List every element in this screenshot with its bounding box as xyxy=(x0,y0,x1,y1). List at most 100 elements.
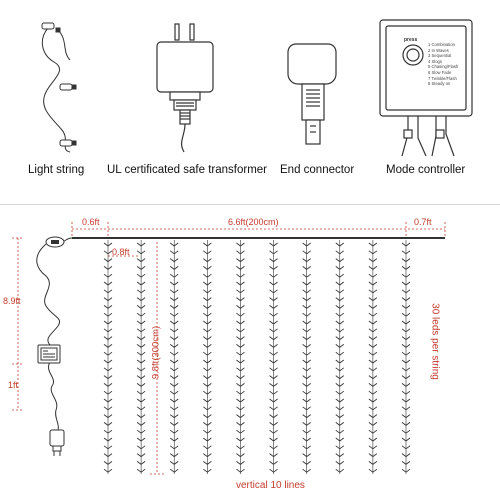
led-bulb xyxy=(269,437,278,442)
led-bulb xyxy=(368,390,378,395)
led-bulb xyxy=(136,359,146,364)
led-bulb xyxy=(169,445,179,450)
led-bulb xyxy=(236,445,245,450)
led-bulb xyxy=(103,297,113,301)
led-bulb xyxy=(136,422,146,426)
led-bulb xyxy=(136,266,146,270)
led-bulb xyxy=(302,266,311,270)
led-bulb xyxy=(169,468,179,473)
led-bulb xyxy=(368,359,378,364)
led-bulb xyxy=(302,445,311,450)
led-bulb xyxy=(269,445,278,450)
led-bulb xyxy=(136,320,146,325)
led-bulb xyxy=(103,289,113,294)
led-bulb xyxy=(368,375,378,379)
light-string-caption: Light string xyxy=(28,164,85,176)
led-bulb xyxy=(335,406,345,411)
mode-item: 2 In Waves xyxy=(428,47,449,53)
right-gap-label: 0.7ft xyxy=(414,217,432,227)
led-bulb xyxy=(401,383,411,387)
led-bulb xyxy=(368,429,378,434)
led-bulb xyxy=(136,461,146,465)
led-bulb xyxy=(203,344,212,348)
led-bulb xyxy=(269,289,278,294)
section-divider xyxy=(0,204,500,205)
mode-item: 7 Twinkle/Flash xyxy=(428,75,457,81)
led-bulb xyxy=(401,305,411,309)
led-bulb xyxy=(203,336,212,340)
led-bulb xyxy=(203,312,212,317)
led-bulb xyxy=(269,375,278,379)
led-bulb xyxy=(203,359,212,364)
led-bulb xyxy=(203,398,212,403)
led-bulb xyxy=(401,336,411,340)
led-bulb xyxy=(368,383,378,387)
led-bulb xyxy=(302,383,311,387)
light-line xyxy=(169,240,179,474)
led-bulb xyxy=(236,461,245,465)
led-bulb xyxy=(103,461,113,465)
led-bulb xyxy=(401,398,411,403)
led-bulb xyxy=(302,258,311,262)
led-bulb xyxy=(103,258,113,262)
led-bulb xyxy=(335,281,345,286)
led-bulb xyxy=(203,367,212,372)
led-bulb xyxy=(368,320,378,325)
controller-button-label: press xyxy=(404,37,418,43)
small-controller-icon xyxy=(37,344,61,364)
led-bulb xyxy=(335,398,345,403)
led-bulb xyxy=(136,398,146,403)
led-bulb xyxy=(203,258,212,262)
led-bulb xyxy=(236,250,245,255)
led-bulb xyxy=(236,468,245,473)
led-bulb xyxy=(302,289,311,294)
led-bulb xyxy=(169,336,179,340)
light-line xyxy=(136,240,146,474)
led-bulb xyxy=(103,266,113,270)
led-bulb xyxy=(236,242,245,247)
led-bulb xyxy=(169,359,179,364)
led-bulb xyxy=(401,468,411,473)
led-bulb xyxy=(136,375,146,379)
led-bulb xyxy=(368,453,378,457)
led-bulb xyxy=(335,367,345,372)
led-bulb xyxy=(401,437,411,442)
led-bulb xyxy=(335,453,345,457)
led-bulb xyxy=(302,367,311,372)
led-bulb xyxy=(401,453,411,457)
led-bulb xyxy=(335,289,345,294)
led-bulb xyxy=(103,422,113,426)
led-bulb xyxy=(335,359,345,364)
led-bulb xyxy=(302,297,311,301)
led-bulb xyxy=(269,258,278,262)
led-bulb xyxy=(269,383,278,387)
plug-wire-length-label: 1ft xyxy=(8,380,19,390)
led-bulb xyxy=(236,328,245,333)
mode-item: 1 Combination xyxy=(428,42,456,47)
small-plug-icon xyxy=(49,429,65,456)
led-bulb xyxy=(136,390,146,395)
led-bulb xyxy=(169,258,179,262)
led-bulb xyxy=(302,305,311,309)
led-bulb xyxy=(269,312,278,317)
led-bulb xyxy=(103,445,113,450)
led-bulb xyxy=(302,406,311,411)
led-bulb xyxy=(335,242,345,247)
led-bulb xyxy=(203,383,212,387)
line-spacing-label: 0.8ft xyxy=(112,247,130,257)
dimension-lines xyxy=(12,222,446,475)
led-bulb xyxy=(136,414,146,418)
led-bulb xyxy=(169,266,179,270)
led-bulb xyxy=(103,359,113,364)
led-bulb xyxy=(302,390,311,395)
led-bulb xyxy=(136,351,146,356)
led-bulb xyxy=(302,359,311,364)
led-bulb xyxy=(203,328,212,333)
led-bulb xyxy=(169,422,179,426)
lead-wire-length-label: 8.9ft xyxy=(3,296,21,306)
led-bulb xyxy=(368,367,378,372)
led-bulb xyxy=(203,320,212,325)
led-bulb xyxy=(169,305,179,309)
led-bulb xyxy=(136,289,146,294)
led-bulb xyxy=(335,297,345,301)
